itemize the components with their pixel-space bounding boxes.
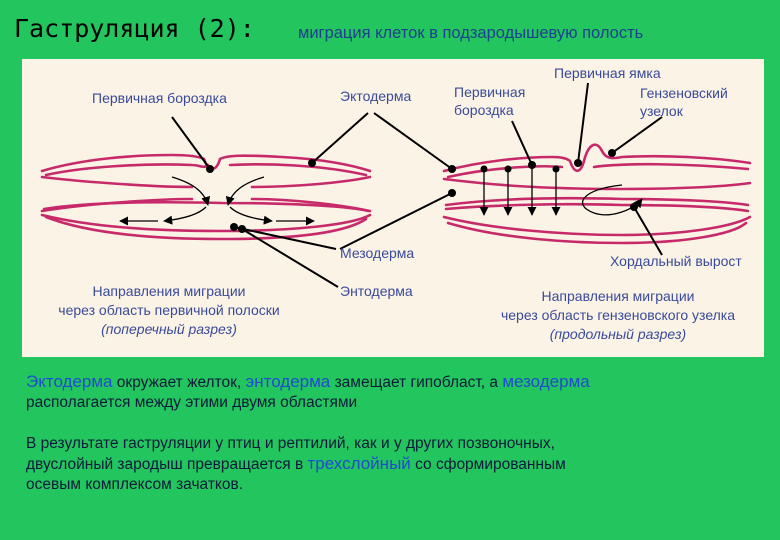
paragraph-2-line-2: двуслойный зародыш превращается в трехсл… xyxy=(26,454,566,473)
ptr-hensen xyxy=(611,116,663,154)
paragraph-2-line-3: осевым комплексом зачатков. xyxy=(26,476,244,493)
left-lower-ring xyxy=(44,215,368,241)
label-primitive-pit: Первичная ямка xyxy=(554,65,661,81)
label-ectoderm: Эктодерма xyxy=(340,88,412,104)
left-arrow-in-left xyxy=(171,176,211,206)
right-ectoderm-top xyxy=(442,143,752,173)
left-arrow-in-right xyxy=(225,176,265,206)
left-arrow-out-left xyxy=(163,206,207,225)
right-lower-ring xyxy=(446,221,748,245)
slide-title: Гаструляция (2): xyxy=(14,14,255,43)
ptr-endoderm xyxy=(241,228,339,288)
diagram-panel: Первичная бороздка Эктодерма Первичная б… xyxy=(22,59,764,357)
left-endoderm-top xyxy=(42,200,370,213)
label-primitive-groove-mid-1: Первичная xyxy=(454,84,526,100)
caption-right-1: Направления миграции xyxy=(541,288,695,304)
ptr-primitive-groove-left xyxy=(171,116,211,170)
label-chordal-process: Хордальный вырост xyxy=(610,253,742,269)
ptr-primitive-groove-mid xyxy=(511,120,533,166)
right-mesoderm-lower xyxy=(444,196,750,207)
paragraph-2: В результате гаструляции у птиц и рептил… xyxy=(26,434,566,495)
caption-left-2: через область первичной полоски xyxy=(58,302,280,318)
label-hensen-2: узелок xyxy=(640,103,683,119)
label-endoderm: Энтодерма xyxy=(340,283,413,299)
ptr-ectoderm-left xyxy=(311,112,369,164)
paragraph-2-line-1: В результате гаструляции у птиц и рептил… xyxy=(26,435,555,452)
term-three-layer: трехслойный xyxy=(307,454,411,473)
ptr-primitive-pit xyxy=(577,82,589,164)
caption-right-3: (продольный разрез) xyxy=(549,326,687,342)
right-ectoderm-inner xyxy=(446,162,750,179)
gastrulation-diagram xyxy=(40,82,752,288)
right-endoderm-top xyxy=(444,202,750,213)
ptr-chordal xyxy=(633,206,663,256)
label-mesoderm: Мезодерма xyxy=(340,245,415,261)
paragraph-1: Эктодерма окружает желток, энтодерма зам… xyxy=(26,372,590,413)
label-primitive-groove-mid-2: бороздка xyxy=(454,102,514,118)
right-arrow-chordal xyxy=(582,184,643,216)
left-endoderm-bottom xyxy=(40,213,372,233)
left-arrow-out-right xyxy=(229,206,273,225)
term-endoderm: энтодерма xyxy=(245,372,331,391)
slide-subtitle: миграция клеток в подзародышевую полость xyxy=(298,24,644,42)
label-hensen-1: Гензеновский xyxy=(640,85,728,101)
ptr-mesoderm-left xyxy=(233,226,337,250)
ptr-ectoderm-right xyxy=(373,112,453,170)
title-row: Гаструляция (2): миграция клеток в подза… xyxy=(14,14,774,54)
caption-left-3: (поперечный разрез) xyxy=(101,321,237,337)
label-primitive-groove-left: Первичная бороздка xyxy=(92,90,227,106)
caption-left-1: Направления миграции xyxy=(92,283,246,299)
paragraph-1-line-2: располагается между этими двумя областям… xyxy=(26,394,358,411)
term-mesoderm: мезодерма xyxy=(502,372,590,391)
paragraph-1-line-1: Эктодерма окружает желток, энтодерма зам… xyxy=(26,372,590,391)
ptr-mesoderm-right xyxy=(339,192,453,250)
left-mesoderm-upper xyxy=(40,175,372,189)
right-mesoderm-upper xyxy=(442,177,752,191)
caption-right-2: через область гензеновского узелка xyxy=(500,307,736,323)
right-endoderm-bottom xyxy=(442,215,752,237)
left-ectoderm-top-inner xyxy=(44,163,368,177)
term-ectoderm: Эктодерма xyxy=(26,372,113,391)
